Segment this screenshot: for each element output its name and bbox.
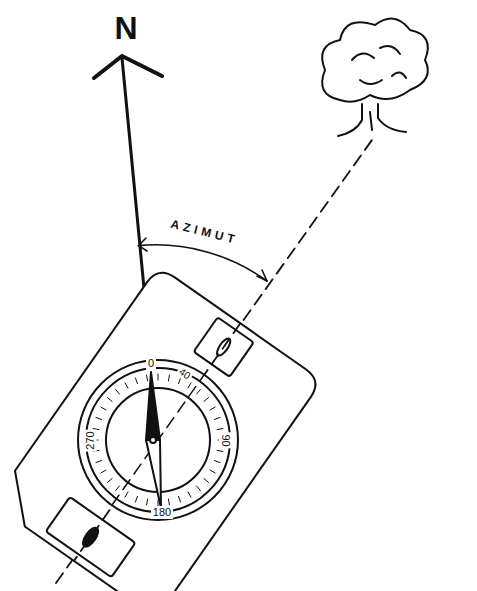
- direction-line: [74, 323, 240, 561]
- azimuth-arrow: [257, 270, 267, 281]
- dial-number: 180: [151, 506, 173, 519]
- dial-tick: [116, 486, 120, 491]
- dial-number: 0: [146, 357, 156, 370]
- dial-ring: [86, 368, 230, 512]
- needle-south: [146, 440, 161, 508]
- dial-tick: [197, 486, 201, 491]
- dial-tick: [204, 479, 209, 483]
- azimuth-label: AZIMUT: [168, 216, 243, 247]
- dial-tick: [96, 461, 102, 463]
- dial-tick: [217, 429, 223, 430]
- dial-tick: [116, 389, 120, 394]
- dial-number: 270: [83, 429, 96, 451]
- dial-tick: [135, 378, 137, 384]
- tree-trunk: [338, 104, 406, 136]
- dial-tick: [147, 499, 148, 505]
- dial-tick: [168, 499, 169, 505]
- dial-tick: [101, 470, 106, 473]
- dial-tick: [204, 398, 209, 402]
- north-letter: N: [114, 12, 137, 44]
- base-plate: [0, 266, 322, 591]
- azimuth-arrow: [139, 238, 148, 251]
- dial-tick: [214, 461, 220, 463]
- needle-pivot: [150, 437, 156, 443]
- dial-tick: [188, 383, 191, 388]
- dial-tick: [96, 417, 102, 419]
- dial-tick: [101, 407, 106, 410]
- dial-tick: [107, 398, 112, 402]
- tree-crown: [322, 19, 428, 102]
- dial-tick: [147, 375, 148, 381]
- dial-tick: [217, 450, 223, 451]
- compass-housing: [78, 360, 238, 520]
- dial-tick: [158, 374, 159, 380]
- dial-tick: [210, 407, 215, 410]
- dial-tick: [168, 375, 169, 381]
- dial-tick: [214, 417, 220, 419]
- dial-tick: [179, 496, 181, 502]
- dial-tick: [125, 492, 128, 497]
- dial-tick: [210, 470, 215, 473]
- magnifier-mark: [80, 525, 101, 549]
- dial-tick: [188, 492, 191, 497]
- dial-tick: [125, 383, 128, 388]
- dial-tick: [197, 389, 201, 394]
- tree-detail: [352, 46, 406, 84]
- needle-north: [146, 372, 160, 440]
- dial-tick: [107, 479, 112, 483]
- north-arrowhead: [94, 56, 162, 78]
- dial-tick: [135, 496, 137, 502]
- dial-number: 90: [219, 432, 232, 448]
